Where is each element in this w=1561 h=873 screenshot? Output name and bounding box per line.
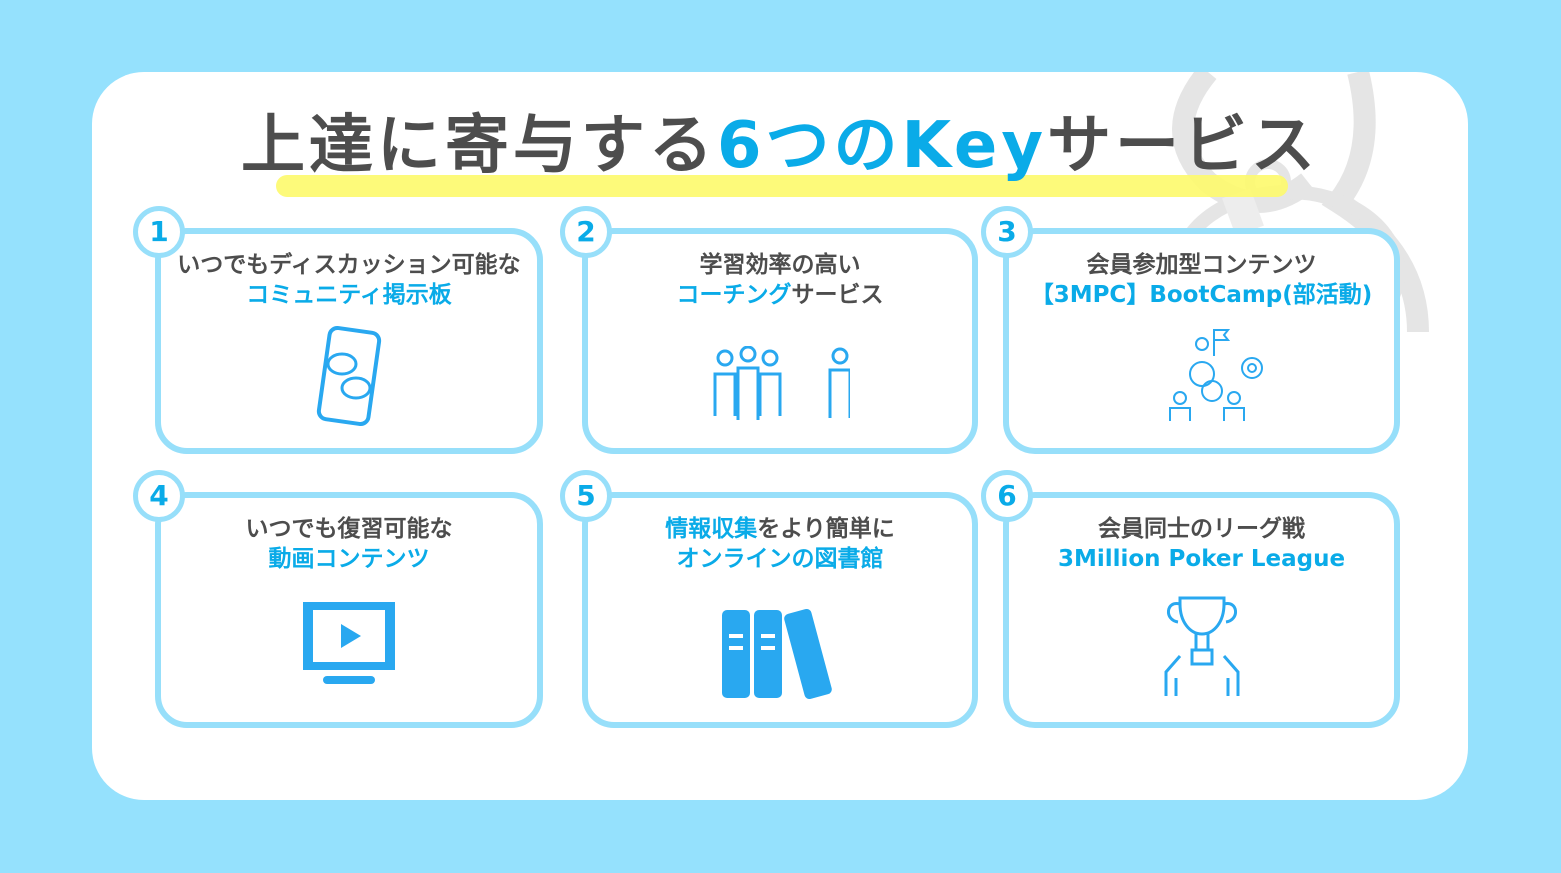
service-card-4: 4 いつでも復習可能な 動画コンテンツ [133, 470, 543, 728]
trophy-icon [1164, 596, 1239, 696]
card-number: 6 [981, 470, 1033, 522]
service-card-6: 6 会員同士のリーグ戦 3Million Poker League [981, 470, 1400, 728]
card-number: 1 [133, 206, 185, 258]
card-line2: オンラインの図書館 [676, 546, 884, 572]
card-line2: 3Million Poker League [1057, 546, 1346, 572]
service-card-1: 1 いつでもディスカッション可能な コミュニティ掲示板 [133, 206, 543, 454]
service-card-5: 5 情報収集をより簡単に オンラインの図書館 [560, 470, 978, 728]
team-goal-icon [1168, 329, 1263, 421]
title-highlight: 6つのKey [716, 109, 1048, 183]
card-line1: 会員同士のリーグ戦 [1098, 516, 1305, 542]
video-monitor-icon [303, 602, 395, 684]
smartphone-chat-icon [316, 326, 382, 426]
card-number: 5 [560, 470, 612, 522]
title-underline [276, 175, 1288, 197]
service-card-2: 2 学習効率の高い コーチングサービス [560, 206, 978, 454]
books-icon [722, 608, 832, 700]
card-line1: 会員参加型コンテンツ [1086, 252, 1317, 278]
service-card-3: 3 会員参加型コンテンツ 【3MPC】BootCamp(部活動) [981, 206, 1400, 454]
card-number: 2 [560, 206, 612, 258]
card-line1: いつでもディスカッション可能な [177, 252, 521, 278]
card-line2-highlight: コーチング [676, 282, 792, 308]
people-coaching-icon [713, 346, 850, 420]
title-part1: 上達に寄与する [240, 109, 717, 183]
card-line1-highlight: 情報収集 [665, 516, 758, 542]
page-title: 上達に寄与する6つのKeyサービス [92, 94, 1468, 186]
card-number: 4 [133, 470, 185, 522]
card-line1: 学習効率の高い [699, 252, 861, 278]
card-line2: コミュニティ掲示板 [246, 282, 452, 308]
card-line2-rest: サービス [791, 282, 884, 308]
card-line2: 動画コンテンツ [268, 546, 430, 572]
card-number: 3 [981, 206, 1033, 258]
title-part3: サービス [1047, 109, 1320, 183]
card-line1-rest: をより簡単に [757, 516, 895, 542]
card-line2: 【3MPC】BootCamp(部活動) [1030, 282, 1373, 308]
card-line1: いつでも復習可能な [245, 516, 453, 542]
